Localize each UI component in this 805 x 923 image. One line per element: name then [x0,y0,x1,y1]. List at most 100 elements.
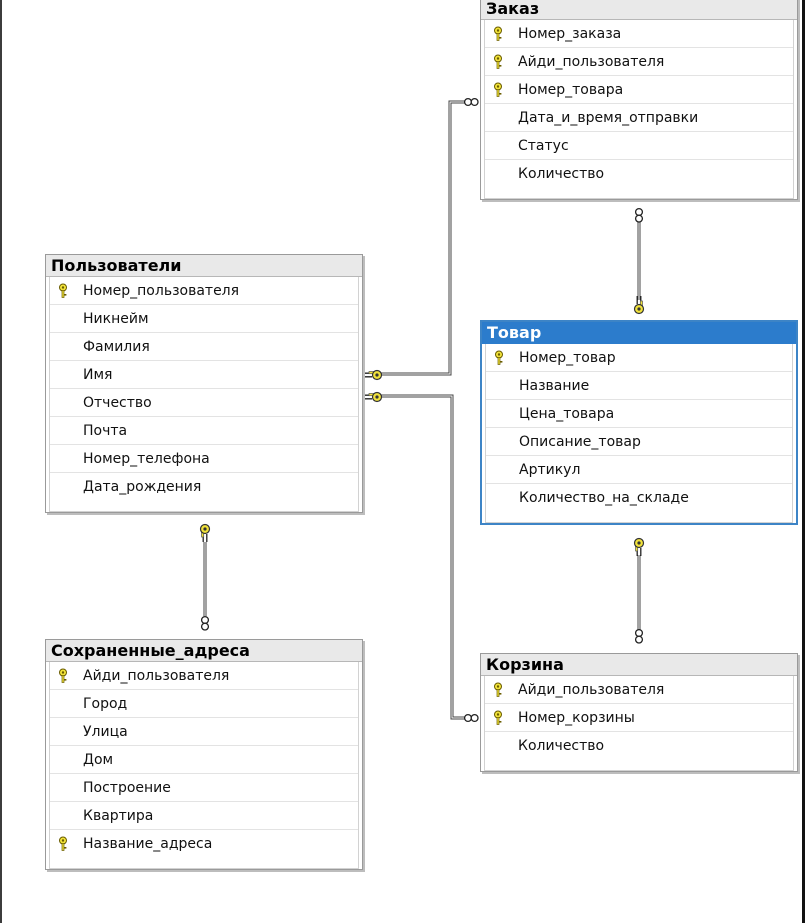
column-row[interactable]: Описание_товар [486,428,792,456]
column-row[interactable]: Квартира [50,802,358,830]
key-icon [494,82,502,97]
column-name: Улица [83,724,128,740]
key-icon [59,283,67,298]
column-row[interactable]: Количество [485,160,793,188]
table-footer [485,760,793,770]
column-row[interactable]: Название_адреса [50,830,358,858]
column-name: Дом [83,752,114,768]
column-row[interactable]: Айди_пользователя [50,662,358,690]
column-row[interactable]: Номер_телефона [50,445,358,473]
table-title[interactable]: Сохраненные_адреса [46,640,362,662]
key-endpoint-icon [363,391,383,403]
column-row[interactable]: Имя [50,361,358,389]
column-row[interactable]: Количество [485,732,793,760]
column-row[interactable]: Улица [50,718,358,746]
infinity-endpoint-icon [634,207,644,223]
column-name: Дата_рождения [83,479,202,495]
column-name: Номер_телефона [83,451,210,467]
column-name: Никнейм [83,311,149,327]
column-row[interactable]: Дата_и_время_отправки [485,104,793,132]
key-endpoint-icon [199,523,211,543]
key-endpoint-icon [633,537,645,557]
column-name: Почта [83,423,128,439]
column-name: Квартира [83,808,154,824]
column-row[interactable]: Название [486,372,792,400]
key-icon [59,836,67,851]
column-row[interactable]: Номер_корзины [485,704,793,732]
column-name: Номер_пользователя [83,283,240,299]
column-name: Дата_и_время_отправки [518,110,699,126]
column-row[interactable]: Цена_товара [486,400,792,428]
key-icon [494,710,502,725]
column-name: Количество [518,738,605,754]
relationship-users-orders [378,100,466,376]
column-row[interactable]: Айди_пользователя [485,676,793,704]
relationship-users-cart [378,394,466,720]
table-title[interactable]: Пользователи [46,255,362,277]
table-footer [486,512,792,522]
column-name: Фамилия [83,339,150,355]
column-name: Название [519,378,590,394]
column-name: Отчество [83,395,152,411]
key-icon [59,668,67,683]
column-name: Количество_на_складе [519,490,689,506]
column-name: Айди_пользователя [83,668,230,684]
infinity-endpoint-icon [634,628,644,644]
table-footer [485,188,793,198]
column-row[interactable]: Город [50,690,358,718]
column-row[interactable]: Номер_товара [485,76,793,104]
table-title[interactable]: Товар [482,322,796,344]
column-name: Номер_корзины [518,710,635,726]
column-name: Количество [518,166,605,182]
column-row[interactable]: Дата_рождения [50,473,358,501]
column-row[interactable]: Отчество [50,389,358,417]
column-name: Построение [83,780,171,796]
table-title[interactable]: Корзина [481,654,797,676]
column-name: Номер_товар [519,350,616,366]
column-name: Номер_товара [518,82,624,98]
infinity-endpoint-icon [463,713,479,723]
column-row[interactable]: Количество_на_складе [486,484,792,512]
key-icon [494,54,502,69]
infinity-endpoint-icon [200,615,210,631]
column-row[interactable]: Номер_пользователя [50,277,358,305]
column-name: Имя [83,367,113,383]
column-row[interactable]: Артикул [486,456,792,484]
key-icon [494,26,502,41]
column-name: Айди_пользователя [518,54,665,70]
column-row[interactable]: Айди_пользователя [485,48,793,76]
column-name: Описание_товар [519,434,641,450]
column-row[interactable]: Номер_товар [486,344,792,372]
left-border [0,0,2,923]
column-name: Цена_товара [519,406,615,422]
column-row[interactable]: Никнейм [50,305,358,333]
key-icon [494,682,502,697]
right-border [802,0,805,923]
key-endpoint-icon [363,369,383,381]
key-icon [495,350,503,365]
table-title[interactable]: Заказ [481,0,797,20]
column-row[interactable]: Фамилия [50,333,358,361]
column-row[interactable]: Номер_заказа [485,20,793,48]
column-row[interactable]: Дом [50,746,358,774]
infinity-endpoint-icon [463,97,479,107]
column-row[interactable]: Почта [50,417,358,445]
column-row[interactable]: Статус [485,132,793,160]
column-row[interactable]: Построение [50,774,358,802]
column-name: Артикул [519,462,581,478]
column-name: Номер_заказа [518,26,622,42]
column-name: Город [83,696,128,712]
table-footer [50,858,358,868]
